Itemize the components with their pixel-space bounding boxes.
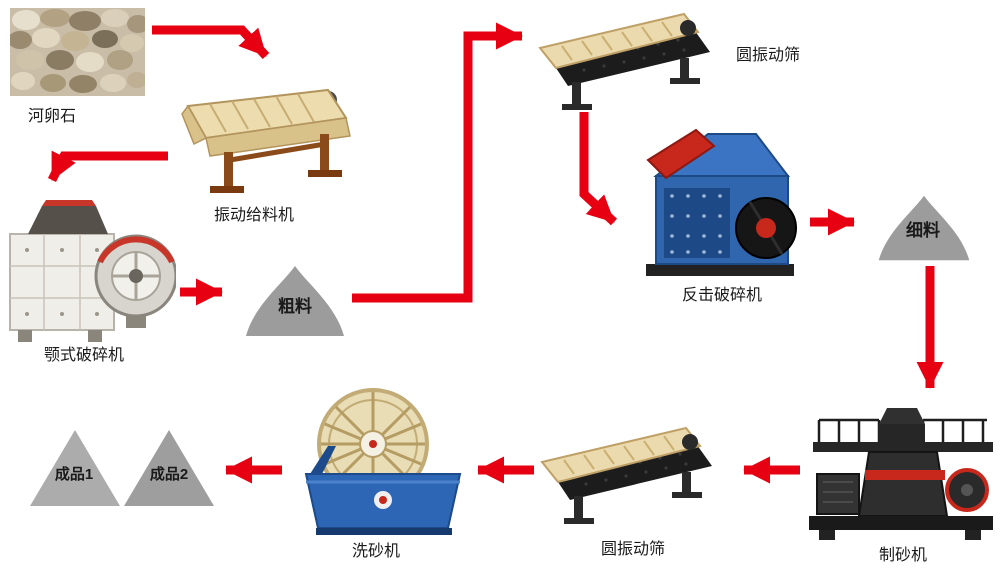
arrow-coarse-to-screen-top [352, 22, 523, 303]
screen-bottom-label: 圆振动筛 [600, 541, 666, 558]
product-2-pile [122, 428, 216, 508]
product-1-pile [28, 428, 122, 508]
jaw-crusher-image [8, 196, 176, 344]
fine-material-label: 细料 [906, 221, 940, 240]
product-1-label: 成品1 [54, 466, 94, 483]
sand-maker-label: 制砂机 [878, 547, 928, 564]
coarse-material-label: 粗料 [278, 297, 312, 316]
vibrating-screen-top-image [538, 8, 716, 116]
sand-washer-image [288, 386, 466, 536]
product-2-label: 成品2 [149, 466, 189, 483]
impact-crusher-image [638, 116, 803, 284]
feeder-label: 振动给料机 [213, 207, 295, 224]
pebbles-label: 河卵石 [27, 108, 77, 125]
fine-material-pile [872, 192, 976, 264]
sand-washer-label: 洗砂机 [351, 543, 401, 560]
impact-crusher-label: 反击破碎机 [681, 287, 763, 304]
coarse-material-pile [240, 262, 350, 340]
sand-maker-image [805, 404, 997, 544]
jaw-crusher-label: 颚式破碎机 [43, 347, 125, 364]
river-pebbles-photo [10, 8, 145, 96]
arrow-feeder-to-jaw-crusher [47, 150, 168, 183]
arrow-screen-top-to-impact [579, 112, 618, 226]
vibrating-feeder-image [180, 84, 355, 196]
screen-top-label: 圆振动筛 [735, 47, 801, 64]
arrow-pebbles-to-feeder [152, 25, 270, 60]
vibrating-screen-bottom-image [540, 422, 718, 530]
